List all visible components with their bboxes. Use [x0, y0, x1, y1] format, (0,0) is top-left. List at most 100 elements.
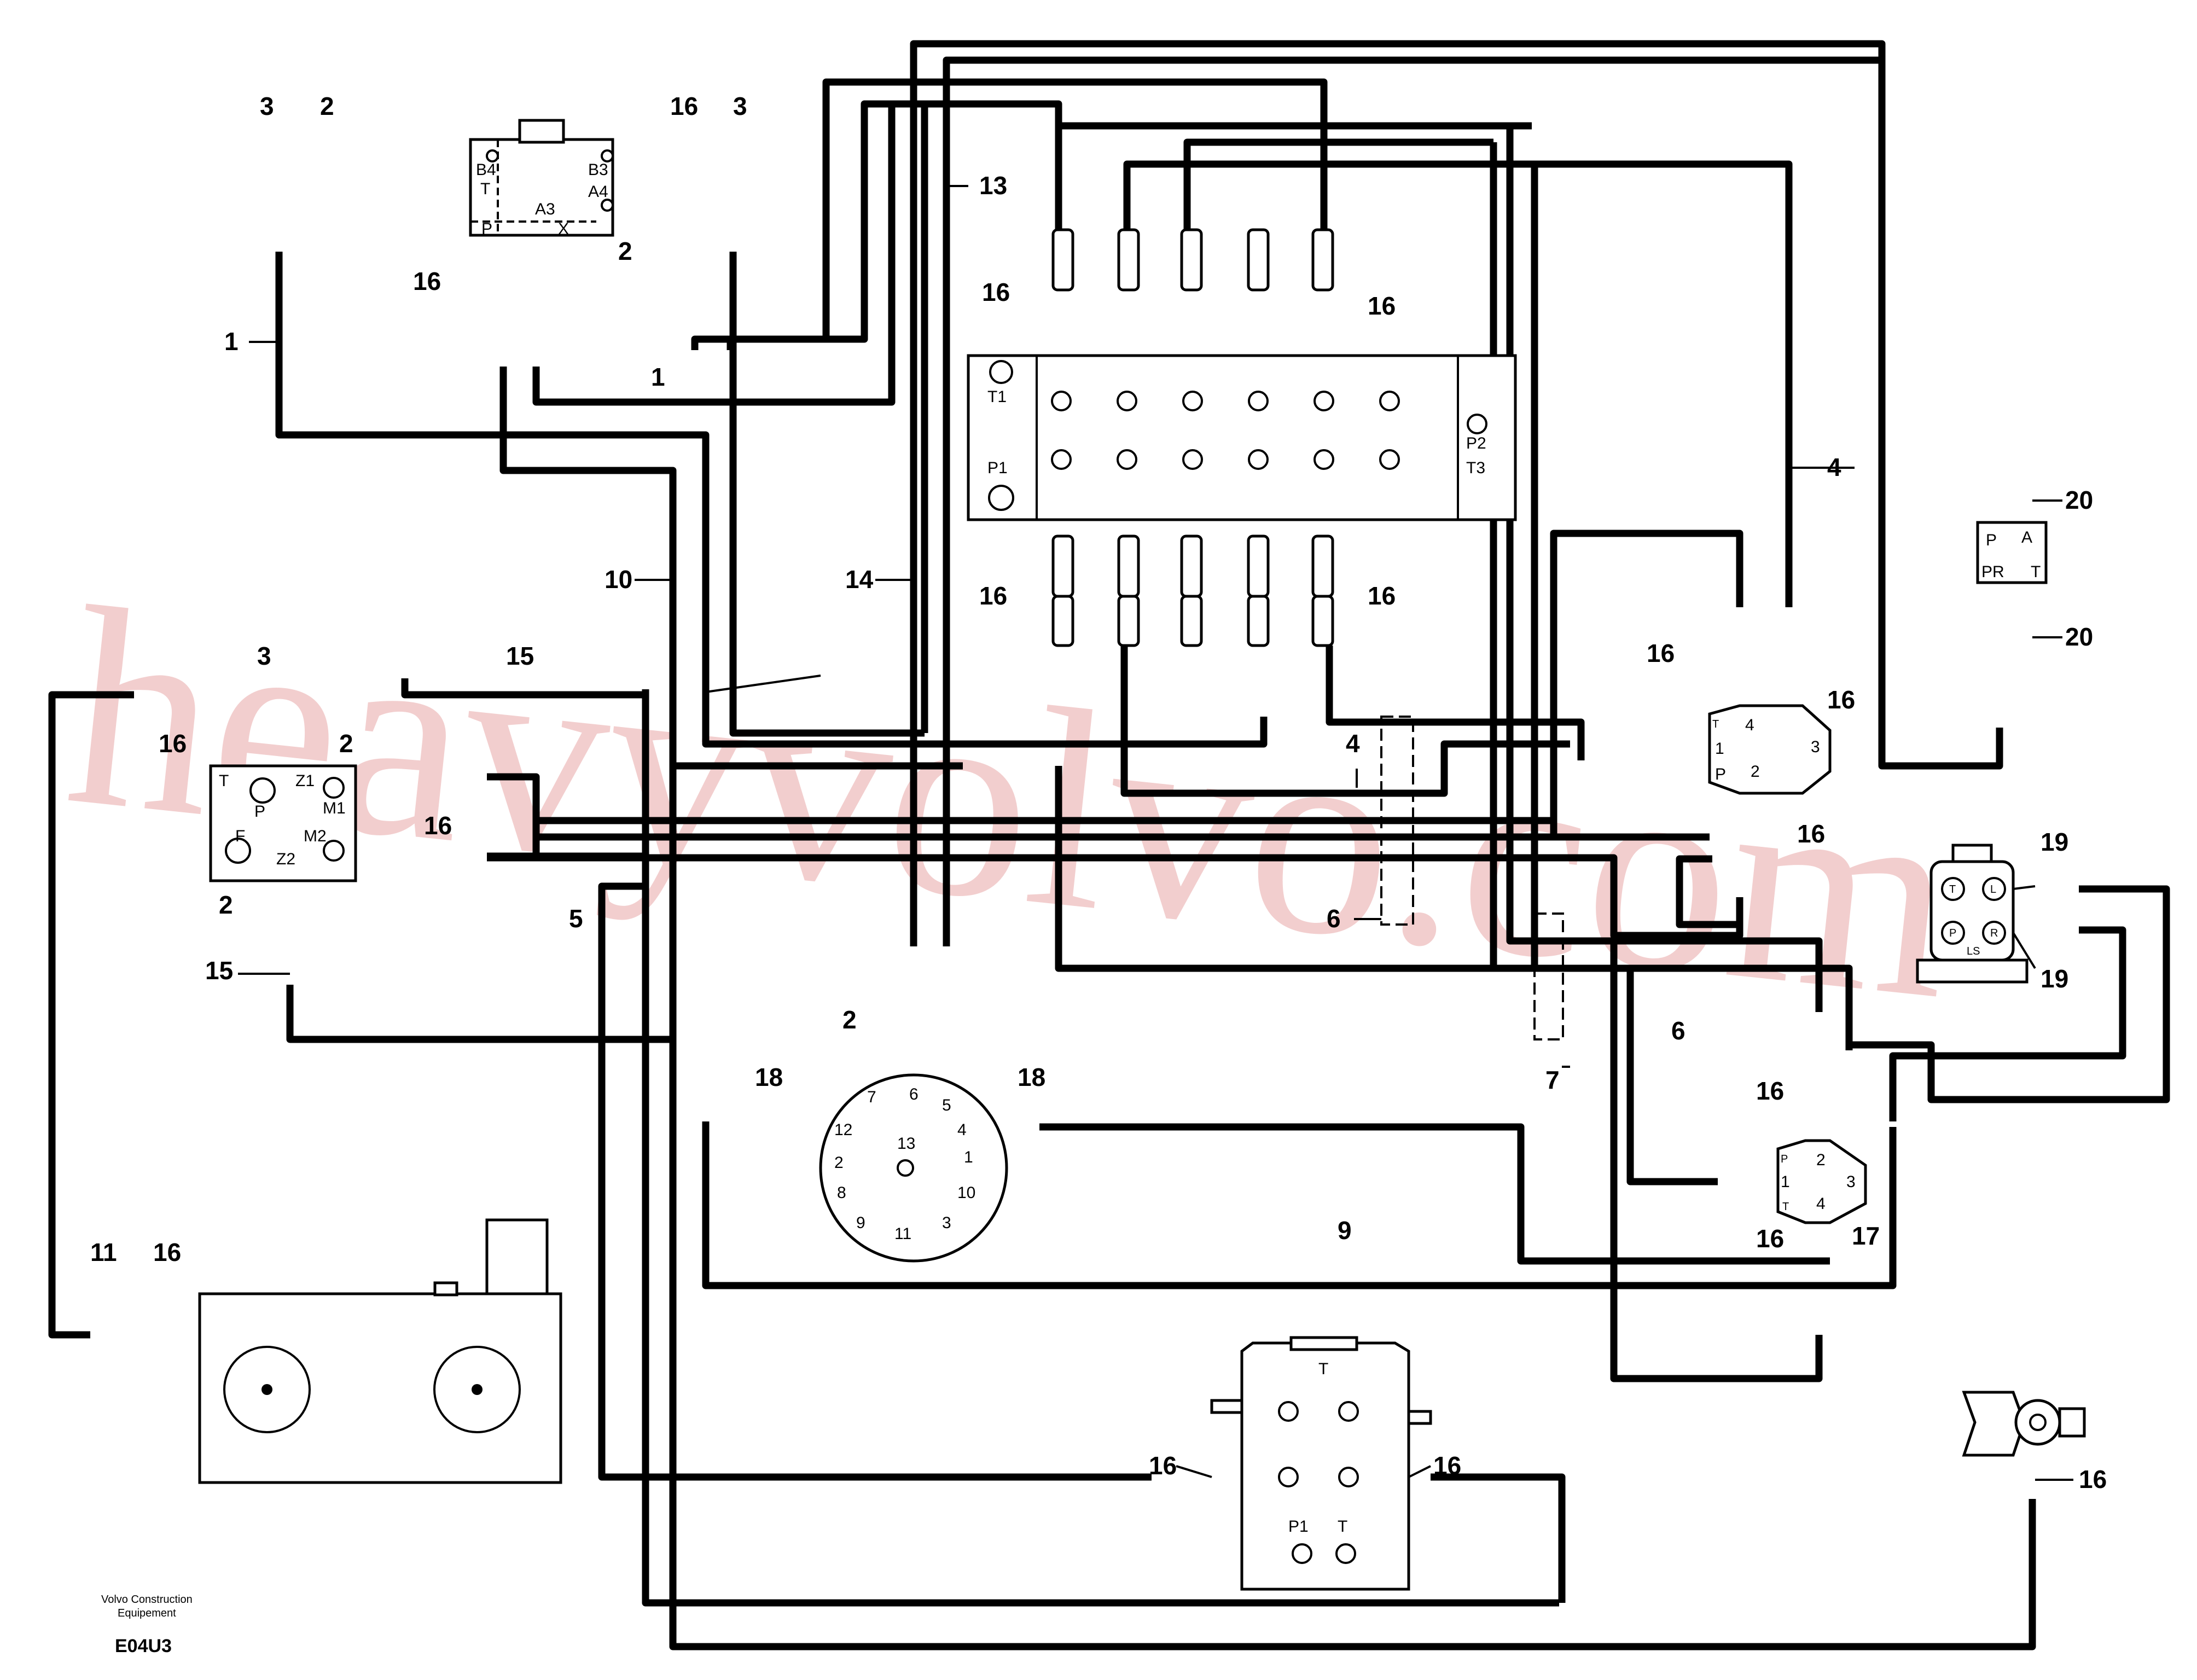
callout: 16	[1756, 1224, 1784, 1253]
callout: 10	[605, 565, 632, 594]
callout: 16	[1797, 819, 1825, 848]
callout: 20	[2065, 623, 2093, 651]
port-label: 3	[942, 1214, 951, 1232]
leader-lines	[238, 185, 2073, 1481]
port-label: A	[2021, 528, 2032, 547]
callout: 19	[2041, 964, 2068, 993]
callout: 16	[1368, 582, 1396, 610]
port-label: T	[1949, 883, 1956, 896]
callout: 1	[651, 363, 665, 391]
callout: 5	[569, 904, 583, 933]
port-label: 7	[867, 1088, 876, 1106]
shuttle-block-left: T P Z1 M1 F M2 Z2	[209, 764, 357, 882]
port-label: 10	[957, 1184, 975, 1202]
hose-fittings-main-valve	[1051, 228, 1334, 647]
port-label: 3	[1811, 738, 1820, 756]
callout: 16	[2079, 1465, 2107, 1493]
callout: 16	[1827, 685, 1855, 714]
port-label: 13	[897, 1135, 915, 1153]
port-label: 4	[1745, 716, 1754, 734]
callout: 2	[842, 1005, 857, 1034]
port-label: P	[1781, 1153, 1788, 1165]
swivel-joint: 7 6 5 2 12 13 1 4 8 10 9 11 3	[819, 1073, 1008, 1263]
callout: 15	[205, 956, 233, 985]
callout: 15	[506, 642, 534, 670]
port-label: L	[1990, 883, 1996, 896]
pilot-valve-upper: T 4 1 3 P 2	[1708, 704, 1832, 795]
callout: 16	[670, 92, 698, 120]
callout: 16	[424, 811, 452, 840]
port-label: 3	[1846, 1173, 1856, 1191]
callout: 2	[219, 891, 233, 919]
valve-block-top-left: B4 T P A3 X B3 A4	[469, 119, 614, 238]
port-label: 11	[894, 1225, 911, 1243]
port-label: P1	[987, 459, 1008, 477]
port-label: 9	[856, 1214, 865, 1232]
dashed-component-7-upper	[1380, 716, 1414, 926]
callout: 16	[1149, 1451, 1177, 1480]
main-control-valve: T1 P1 P2 T3	[967, 354, 1517, 521]
port-label: Z2	[276, 850, 295, 868]
steering-unit: T L P R LS	[1916, 844, 2029, 984]
port-label: R	[1990, 927, 1998, 939]
port-label: T	[1712, 718, 1719, 730]
callout: 4	[1346, 729, 1360, 758]
callout: 16	[982, 278, 1010, 306]
footer-brand-line1: Volvo Construction	[101, 1594, 193, 1606]
port-label: 5	[942, 1096, 951, 1114]
port-label: F	[235, 827, 245, 845]
callout: 17	[1852, 1222, 1880, 1250]
callout: 14	[845, 565, 874, 594]
bottom-centre-valve: T P1 T	[1210, 1336, 1432, 1591]
port-label: M1	[323, 799, 346, 817]
port-label: P	[254, 803, 265, 821]
port-label: T1	[987, 388, 1007, 406]
port-label: P	[1715, 765, 1726, 783]
callout: 20	[2065, 486, 2093, 514]
port-label: P	[1986, 531, 1997, 549]
port-label: T	[2031, 563, 2041, 581]
callout: 16	[153, 1238, 181, 1266]
port-label: B4	[476, 161, 496, 179]
port-label: P	[481, 220, 492, 238]
callout: 3	[260, 92, 274, 120]
callout: 2	[618, 237, 632, 265]
port-label: T	[1318, 1360, 1328, 1378]
port-label: LS	[1967, 945, 1980, 957]
callout: 3	[733, 92, 747, 120]
hose-lines	[48, 40, 2170, 1650]
callout: 11	[90, 1238, 117, 1266]
port-label: 12	[834, 1121, 852, 1139]
port-label: 1	[1715, 740, 1724, 758]
dashed-component-7-lower	[1533, 912, 1564, 1040]
port-label: T3	[1466, 459, 1485, 477]
port-label: 4	[1816, 1195, 1826, 1213]
port-label: 2	[834, 1154, 844, 1172]
port-label: A3	[535, 200, 555, 218]
callout: 16	[1647, 639, 1675, 667]
pressure-reducing-valve: P A PR T	[1976, 521, 2048, 584]
port-label: M2	[304, 827, 327, 845]
port-label: 8	[837, 1184, 846, 1202]
pilot-valve-lower: P 2 1 3 T 4	[1776, 1139, 1867, 1224]
port-label: PR	[1981, 563, 2004, 581]
callout: 7	[1545, 1066, 1560, 1094]
port-label: T	[1338, 1518, 1347, 1536]
callout: 13	[979, 171, 1007, 200]
port-label: P1	[1288, 1518, 1309, 1536]
port-label: 2	[1751, 763, 1760, 781]
callout: 16	[1433, 1451, 1461, 1480]
callout: 16	[1756, 1077, 1784, 1105]
pump-unit-left	[198, 1218, 562, 1484]
callout: 18	[755, 1063, 783, 1091]
port-label: 2	[1816, 1151, 1826, 1169]
callout: 6	[1327, 904, 1341, 933]
callout-labels: 3 2 16 3 2 16 1 1 13 16 16 10 14 16 16 4…	[90, 92, 2107, 1493]
port-label: P	[1949, 927, 1956, 939]
callout: 2	[339, 729, 353, 758]
callout: 3	[257, 642, 271, 670]
footer-code: E04U3	[115, 1636, 172, 1656]
bottom-right-component	[1962, 1391, 2086, 1457]
port-label: 1	[964, 1148, 973, 1166]
